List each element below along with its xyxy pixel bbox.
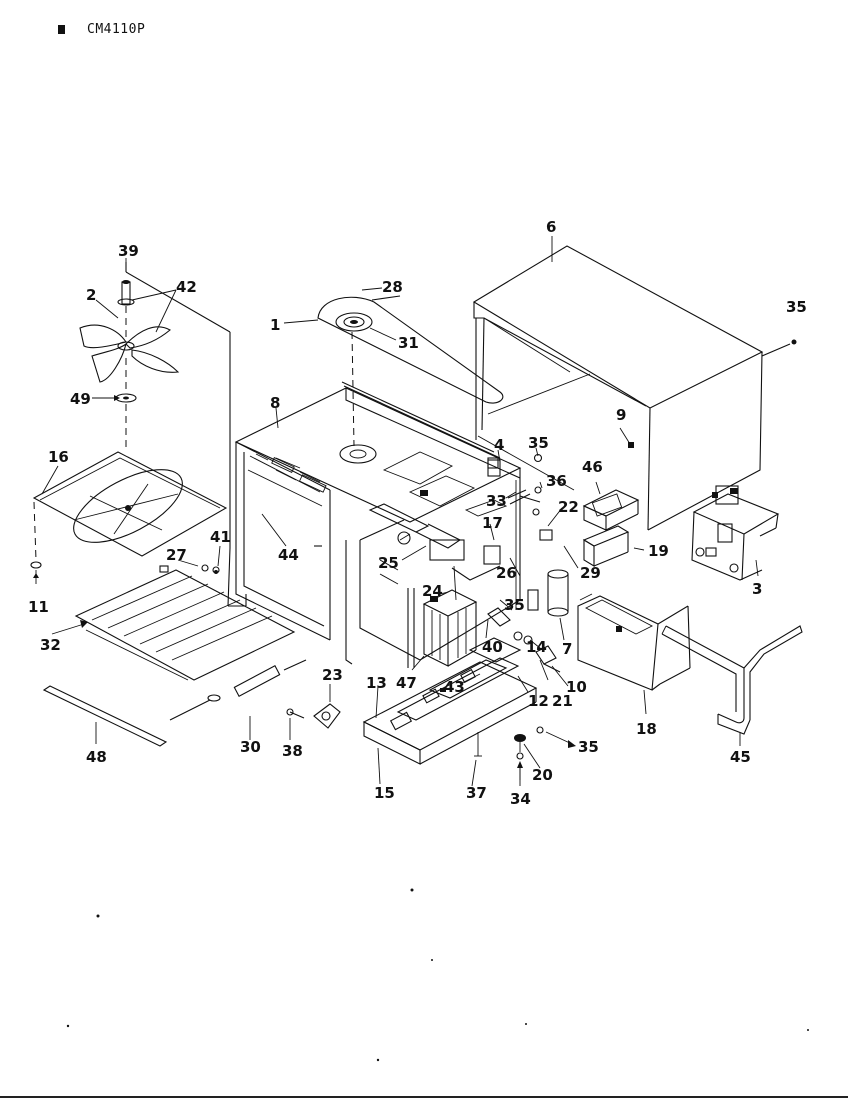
label-43: 43	[444, 678, 465, 696]
shield-plates	[539, 489, 640, 567]
label-32: 32	[40, 636, 61, 654]
capacitor	[487, 569, 569, 673]
label-23: 23	[322, 666, 343, 684]
label-1: 1	[270, 316, 280, 334]
label-29: 29	[580, 564, 601, 582]
fan-panel	[30, 451, 228, 584]
outer-cabinet	[472, 245, 764, 531]
label-40: 40	[482, 638, 503, 656]
label-3: 3	[752, 580, 762, 598]
model-header: CM4110P	[58, 22, 145, 37]
label-37: 37	[466, 784, 487, 802]
label-4: 4	[494, 436, 504, 454]
fasteners	[214, 339, 797, 780]
label-39: 39	[118, 242, 139, 260]
label-13: 13	[366, 674, 387, 692]
page-edge-line	[0, 1096, 848, 1098]
label-19: 19	[648, 542, 669, 560]
base-plate	[362, 637, 538, 765]
label-46: 46	[582, 458, 603, 476]
label-26: 26	[496, 564, 517, 582]
label-7: 7	[562, 640, 572, 658]
label-12: 12	[528, 692, 549, 710]
label-16: 16	[48, 448, 69, 466]
label-25: 25	[378, 554, 399, 572]
label-15: 15	[374, 784, 395, 802]
bracket-23	[313, 684, 341, 729]
label-30: 30	[240, 738, 261, 756]
scan-specks	[66, 888, 809, 1062]
turntable-plate	[317, 295, 504, 447]
label-14: 14	[526, 638, 547, 656]
front-frame	[227, 332, 353, 665]
label-18: 18	[636, 720, 657, 738]
label-20: 20	[532, 766, 553, 784]
label-24: 24	[422, 582, 443, 600]
part-labels: 39 42 2 49 16 11 32 48 30 38 23 27 41 44…	[28, 218, 807, 808]
model-number: CM4110P	[87, 22, 146, 37]
label-33: 33	[486, 492, 507, 510]
label-42: 42	[176, 278, 197, 296]
label-41: 41	[210, 528, 231, 546]
label-47: 47	[396, 674, 417, 692]
label-49: 49	[70, 390, 91, 408]
label-8: 8	[270, 394, 280, 412]
label-22: 22	[558, 498, 579, 516]
header-mark	[58, 25, 65, 34]
label-45: 45	[730, 748, 751, 766]
label-48: 48	[86, 748, 107, 766]
label-35-lower: 35	[504, 596, 525, 614]
label-10: 10	[566, 678, 587, 696]
sensor-probe	[169, 659, 307, 721]
label-31: 31	[398, 334, 419, 352]
side-plate	[577, 593, 691, 691]
label-11: 11	[28, 598, 49, 616]
transformer	[407, 588, 478, 668]
label-28: 28	[382, 278, 403, 296]
label-21: 21	[552, 692, 573, 710]
label-36: 36	[546, 472, 567, 490]
label-35-mid: 35	[528, 434, 549, 452]
label-44: 44	[278, 546, 299, 564]
label-9: 9	[616, 406, 626, 424]
label-17: 17	[482, 514, 503, 532]
label-34: 34	[510, 790, 531, 808]
label-35-top: 35	[786, 298, 807, 316]
oven-cavity	[234, 381, 522, 661]
leader-lines	[41, 236, 759, 787]
heater-rack	[74, 564, 296, 681]
fan-assembly	[79, 262, 231, 452]
waveguide-gasket	[661, 625, 803, 735]
label-2: 2	[86, 286, 96, 304]
strip-part	[42, 685, 168, 747]
label-27: 27	[166, 546, 187, 564]
label-6: 6	[546, 218, 556, 236]
label-38: 38	[282, 742, 303, 760]
magnetron	[691, 485, 780, 581]
label-35-bottom: 35	[578, 738, 599, 756]
